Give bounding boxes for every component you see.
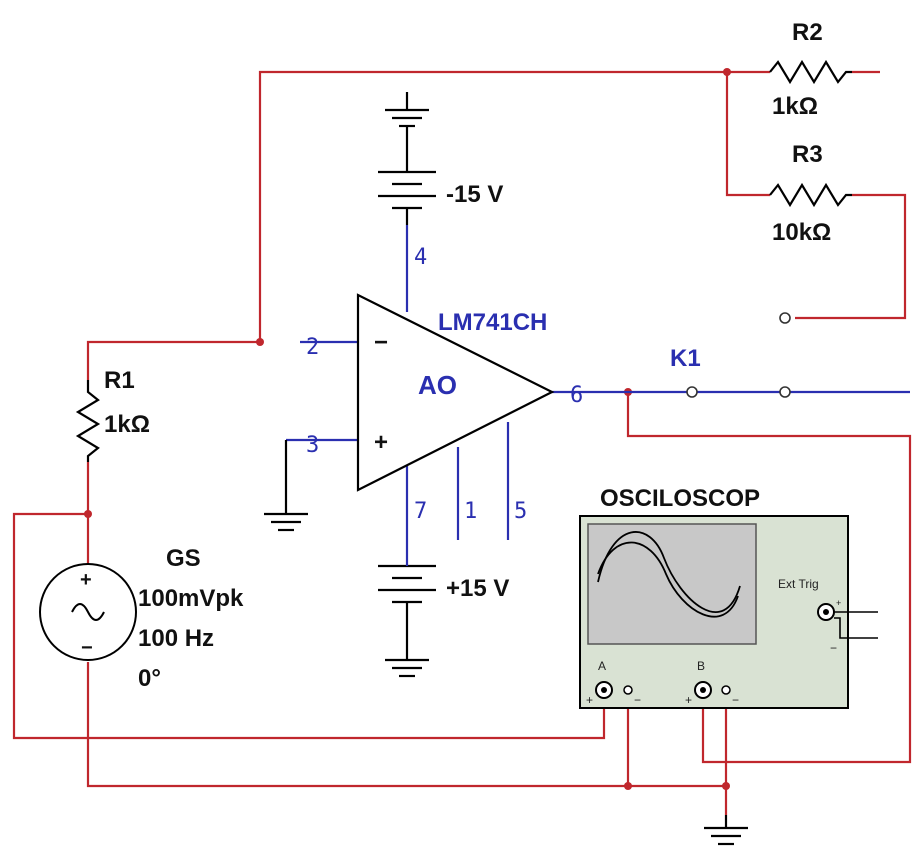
channel-b-label: B: [697, 659, 705, 673]
ground-symbol-bottom: [704, 815, 748, 846]
battery-positive-supply: [378, 560, 436, 612]
channel-b-plus: +: [685, 693, 692, 707]
junction-r1: [84, 510, 92, 518]
source-amplitude: 100mVpk: [138, 585, 244, 612]
switch-contact-upper: [779, 312, 791, 324]
pin-label-7: 7: [414, 499, 427, 524]
ext-trig-plus: +: [836, 598, 841, 608]
opamp-noninv-symbol: +: [374, 429, 388, 456]
wire-ground-return: [86, 662, 726, 788]
oscilloscope: [579, 515, 878, 709]
trace-b: [597, 541, 739, 618]
r3-ref: R3: [792, 141, 823, 168]
source-plus: +: [80, 569, 92, 591]
channel-a-plus: +: [586, 693, 593, 707]
r2-ref: R2: [792, 19, 823, 46]
source-frequency: 100 Hz: [138, 625, 214, 652]
opamp-part: LM741CH: [438, 309, 547, 336]
wire-inv-input: [86, 340, 260, 380]
pin-label-1: 1: [464, 499, 477, 524]
wire-r3-right: [795, 193, 907, 320]
r1-ref: R1: [104, 367, 135, 394]
channel-a-minus-terminal[interactable]: [623, 685, 633, 695]
source-minus: −: [81, 637, 93, 659]
junction-ground-a: [624, 782, 632, 790]
r2-value: 1kΩ: [772, 93, 818, 120]
source-phase: 0°: [138, 665, 161, 692]
trace-a: [597, 531, 741, 613]
ac-source: [39, 563, 137, 661]
junction-ground-b: [722, 782, 730, 790]
battery-negative-supply: [378, 126, 436, 225]
channel-b-minus-terminal[interactable]: [721, 685, 731, 695]
pin-label-2: 2: [306, 335, 319, 360]
opamp-triangle: [356, 293, 555, 492]
oscilloscope-title: OSCILOSCOP: [600, 485, 760, 512]
ground-symbol-noninv: [264, 440, 308, 532]
opamp-pin-wires: [286, 225, 910, 560]
resistor-r2: [769, 59, 852, 85]
ext-trig-minus: −: [830, 641, 837, 655]
pin-label-5: 5: [514, 499, 527, 524]
vpos-label: +15 V: [446, 575, 509, 602]
resistor-r1: [75, 380, 101, 462]
resistor-r3: [769, 182, 852, 208]
wire-feedback-top: [258, 70, 770, 340]
switch-k1: [686, 312, 791, 398]
pin-label-4: 4: [414, 245, 427, 270]
pin-label-3: 3: [306, 433, 319, 458]
opamp-ref: AO: [418, 370, 457, 400]
junction-inv: [256, 338, 264, 346]
ext-trig-label: Ext Trig: [778, 577, 819, 591]
ground-symbol-top: [385, 92, 429, 128]
wire-output: [626, 392, 912, 764]
r3-value: 10kΩ: [772, 219, 831, 246]
channel-a-label: A: [598, 659, 606, 673]
vneg-label: -15 V: [446, 181, 503, 208]
ext-trig-leads: [834, 611, 878, 639]
oscilloscope-screen: [587, 523, 757, 645]
switch-ref: K1: [670, 345, 701, 372]
switch-contact-left: [686, 386, 698, 398]
wire-ch-a: [12, 512, 606, 740]
wire-r3-branch: [725, 72, 770, 197]
wires: [12, 68, 912, 815]
switch-contact-right: [779, 386, 791, 398]
junction-top: [723, 68, 731, 76]
pin-label-6: 6: [570, 383, 583, 408]
channel-a-minus: −: [634, 693, 641, 707]
opamp-inv-symbol: −: [374, 329, 388, 356]
opamp: [356, 293, 555, 492]
channel-b-minus: −: [732, 693, 739, 707]
sine-icon: [71, 603, 105, 621]
source-ref: GS: [166, 545, 201, 572]
ground-symbol-bottom-supply: [385, 612, 429, 678]
r1-value: 1kΩ: [104, 411, 150, 438]
